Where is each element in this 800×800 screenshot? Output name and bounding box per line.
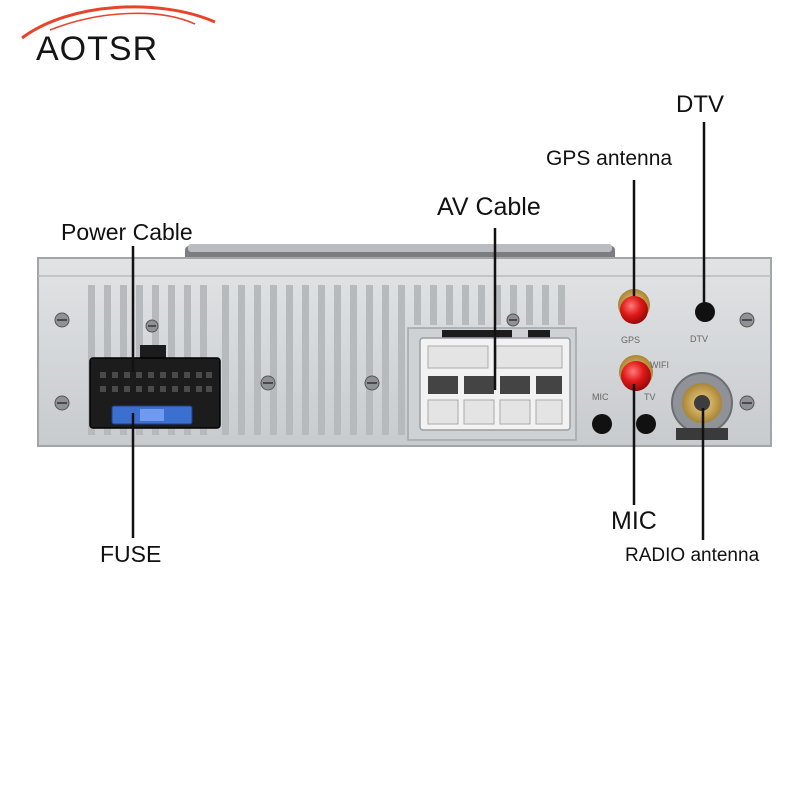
tv-jack [636,414,656,434]
marking-mic: MIC [592,392,609,402]
gps-antenna-connector [618,289,650,324]
wifi-antenna-connector [619,355,653,391]
label-mic: MIC [611,507,657,535]
marking-dtv: DTV [690,334,708,344]
marking-wifi: WIFI [650,360,669,370]
label-av-cable: AV Cable [437,193,541,221]
label-radio-antenna: RADIO antenna [625,545,760,566]
radio-antenna-socket [671,372,733,440]
marking-gps: GPS [621,335,640,345]
label-gps-antenna: GPS antenna [546,147,673,170]
pointer-lines [131,122,706,540]
mic-jack [592,414,612,434]
marking-tv: TV [644,392,656,402]
logo-swoosh-icon [21,5,216,40]
chassis-screws [54,312,755,411]
label-dtv: DTV [676,91,724,118]
brand-name: AOTSR [36,30,159,68]
label-fuse: FUSE [100,541,162,567]
power-connector [89,345,221,429]
dtv-jack [695,302,715,322]
label-power-cable: Power Cable [61,219,193,245]
